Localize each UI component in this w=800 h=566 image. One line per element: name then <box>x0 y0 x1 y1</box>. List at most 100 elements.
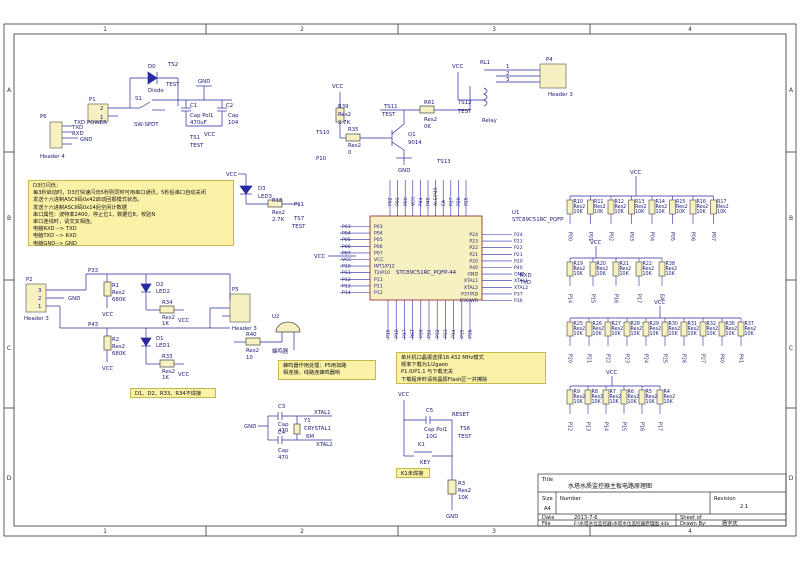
resistor-body <box>620 389 628 405</box>
number-label: Number <box>560 496 582 502</box>
led3-part: LED3 <box>258 194 272 200</box>
resistor-body <box>689 199 697 215</box>
rxd-net-label: RXD <box>520 273 532 279</box>
r34-part: Res2 <box>162 315 175 321</box>
col-label: 1 <box>103 26 107 33</box>
relay-pin: 1 <box>506 64 509 70</box>
d0-part: Diode <box>148 88 164 94</box>
mcu-pin-net: P06 <box>342 244 351 250</box>
r33-ref: R33 <box>162 354 173 360</box>
resistor-value: 10K <box>610 399 620 405</box>
resistor-value: 10K <box>697 209 707 215</box>
resistor-value: 10K <box>574 399 584 405</box>
p6-ref: P6 <box>40 114 47 120</box>
resistor-body <box>587 199 594 215</box>
y1-ref: Y1 <box>303 418 311 424</box>
mcu-pin-net: P04 <box>342 231 351 237</box>
mcu-pin-net: P05 <box>342 237 351 243</box>
mcu-pin-name: INT1/P12 <box>374 264 395 270</box>
y1-freq: 6M <box>306 434 314 440</box>
unsoldered-note: D1、D2、R33、R34不焊接 <box>130 388 216 398</box>
r2-part: Res2 <box>112 344 125 350</box>
size-value: A4 <box>544 506 552 512</box>
mcu-pin-name: P36/WR <box>460 298 479 304</box>
buzzer-label: 蜂鸣器 <box>272 347 289 355</box>
vcc-label: VCC <box>398 392 409 398</box>
title-label: Title <box>541 477 553 483</box>
gnd-label: GND <box>398 168 410 174</box>
resistor-part: Res2 <box>610 394 622 400</box>
resistor-body <box>602 389 610 405</box>
r2-ref: R2 <box>112 337 119 343</box>
resistor-body <box>699 321 707 337</box>
resistor-part: Res2 <box>688 326 700 332</box>
relay-pin: 3 <box>506 77 509 83</box>
mcu-pin-net: EA <box>441 199 447 206</box>
r18-ref: R18 <box>272 198 283 204</box>
resistor-value: 10K <box>574 271 584 277</box>
mcu-pin-net: P07 <box>342 250 351 256</box>
row-label: A <box>7 87 12 94</box>
r34-value: 1K <box>162 321 169 327</box>
resistor-value: 10K <box>726 331 736 337</box>
resistor-value: 10K <box>650 331 660 337</box>
resistor-ref: R32 <box>707 321 716 327</box>
resistor-net: P16 <box>613 294 619 303</box>
resistor-net: EA <box>659 294 665 301</box>
r40-value: 10 <box>246 355 253 361</box>
resistor-part: Res2 <box>669 326 681 332</box>
sheet-frame <box>3 23 797 537</box>
mcu-pin-net: P44 <box>418 197 424 206</box>
resistor-ref: R13 <box>635 199 644 205</box>
resistor-ref: R26 <box>593 321 602 327</box>
resistor-part: Res2 <box>593 326 605 332</box>
mcu-pin-name: P07 <box>374 250 383 256</box>
resistor-body <box>566 199 574 215</box>
r1-part: Res2 <box>112 290 125 296</box>
mcu-pin-net: P10 <box>342 264 351 270</box>
resistor-ref: R28 <box>631 321 640 327</box>
mcu-pin-name: XTAL2 <box>464 285 478 291</box>
mcu-pin-name: T2/P10 <box>373 270 390 276</box>
p2-ref: P2 <box>26 277 33 283</box>
resistor-body <box>638 389 646 405</box>
buzzer-note: 蜂鸣器作用处理：P5用如路 相连接，线路连蜂鸣器响 <box>278 360 376 380</box>
r18-value: 2.7K <box>272 217 285 223</box>
mcu-pin-name: P23 <box>469 239 478 245</box>
resistor-part: Res2 <box>574 266 586 272</box>
frame-labels: 1 2 3 4 1 2 3 4 A B C D A B C D <box>7 26 794 535</box>
r35-value: 0 <box>348 150 352 156</box>
r61-value: 0K <box>424 124 431 130</box>
mcu-pin-name: P20 <box>469 258 478 264</box>
resistor-part: Res2 <box>656 204 668 210</box>
mcu-pin-net: P15 <box>386 329 392 338</box>
gnd-label: GND <box>80 137 92 143</box>
resistor-ref: R25 <box>574 321 583 327</box>
mcu-u1: U1 STC89C51RC_PQFP STC89C51RC_PQFP-44 TS… <box>314 159 564 340</box>
resistor-net: P14 <box>567 294 573 303</box>
mcu-pin-net: GND <box>514 272 525 278</box>
mcu-pin-net: P26 <box>456 197 462 206</box>
c2-part: Cap <box>228 113 239 119</box>
c2-ref: C2 <box>226 103 233 109</box>
resistor-part: Res2 <box>666 266 678 272</box>
resistor-ref: R17 <box>717 199 726 205</box>
mcu-pin-net: P40 <box>514 265 523 271</box>
mcu-pin-net: P25 <box>464 197 470 206</box>
resistor-net: P22 <box>605 354 611 363</box>
resistor-net: P02 <box>608 232 614 241</box>
c4-ref: C4 <box>278 430 286 436</box>
test-label: TEST <box>457 109 472 115</box>
resistor-body <box>628 199 635 215</box>
resistor-net: P41 <box>738 354 744 363</box>
resistor-value: 10K <box>592 399 602 405</box>
relay-pin: 2 <box>506 71 509 77</box>
resistor-ref: R9 <box>574 389 580 395</box>
row-label: B <box>7 215 11 222</box>
xtal2-label: XTAL2 <box>316 442 333 448</box>
mcu-pin-name: P40 <box>469 265 478 271</box>
resistor-part: Res2 <box>635 204 647 210</box>
r40-part: Res2 <box>246 348 259 354</box>
resistor-value: 10K <box>620 271 630 277</box>
resistor-net: P12 <box>567 422 573 431</box>
